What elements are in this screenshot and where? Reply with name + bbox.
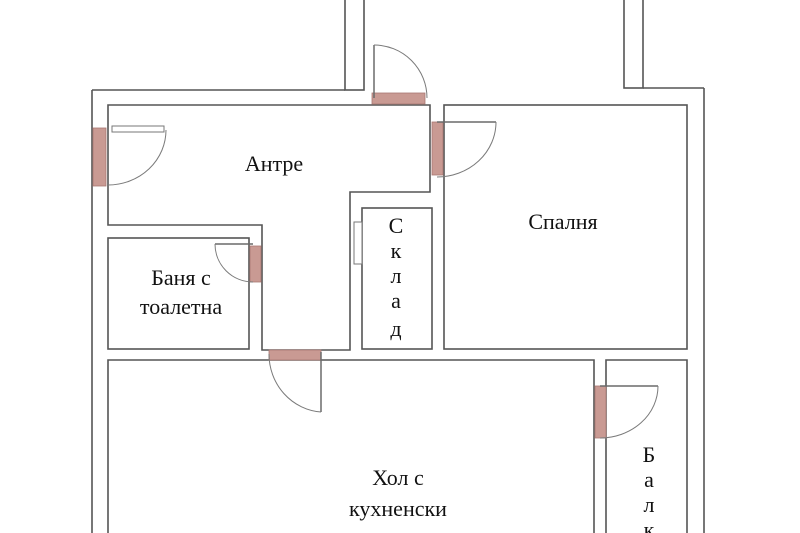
bedroom-door-opening <box>431 121 444 176</box>
bathroom-door-opening <box>249 245 262 283</box>
living-door-swing <box>268 353 322 413</box>
outer-walls <box>91 88 705 533</box>
bedroom-label: Спалня <box>528 209 597 234</box>
entry-hall-label: Антре <box>245 151 303 176</box>
front-door-swing <box>373 44 428 99</box>
bathroom-label-line1: Баня с <box>151 265 211 290</box>
bedroom-outline <box>443 104 688 350</box>
balcony-door-swing <box>599 385 659 439</box>
balcony-letter: к <box>644 517 655 533</box>
left-door-swing <box>107 129 167 186</box>
bathroom-door-swing <box>214 243 254 283</box>
storage-door-frame <box>353 221 363 265</box>
storage-letter: д <box>390 316 401 341</box>
left-window-door <box>92 125 167 187</box>
storage-letter: а <box>391 288 401 313</box>
living-door-opening <box>268 349 322 361</box>
living-room-door <box>268 349 322 413</box>
storage-door <box>353 221 363 265</box>
wall-upper-left <box>344 0 365 91</box>
bathroom-outline <box>107 237 250 350</box>
balcony-outline <box>605 359 688 533</box>
bathroom-label-line2: тоалетна <box>140 294 222 319</box>
balcony-door-opening <box>594 385 607 439</box>
bedroom-door <box>431 121 497 178</box>
balcony-letter: л <box>644 492 655 517</box>
balcony-door <box>594 385 659 439</box>
front-door-opening <box>371 92 426 105</box>
living-room-label-line1: Хол с <box>372 465 424 490</box>
storage-letter: л <box>391 263 402 288</box>
entry-hall-outline <box>107 104 431 351</box>
upper-walls <box>92 0 704 91</box>
front-door <box>371 44 428 105</box>
storage-letter: С <box>389 213 404 238</box>
bathroom-door <box>214 243 262 283</box>
storage-outline <box>361 207 433 350</box>
left-window-frame <box>111 125 165 133</box>
storage-letter: к <box>391 238 402 263</box>
balcony-letter: а <box>644 467 654 492</box>
wall-upper-right <box>623 0 644 89</box>
balcony-label: Б а л к <box>643 442 656 533</box>
left-door-opening <box>92 127 107 187</box>
living-room-outline <box>107 359 595 533</box>
bedroom-door-swing <box>436 121 497 178</box>
living-room-label-line2: кухненски <box>349 496 447 521</box>
storage-label: С к л а д <box>389 213 404 341</box>
balcony-letter: Б <box>643 442 656 467</box>
